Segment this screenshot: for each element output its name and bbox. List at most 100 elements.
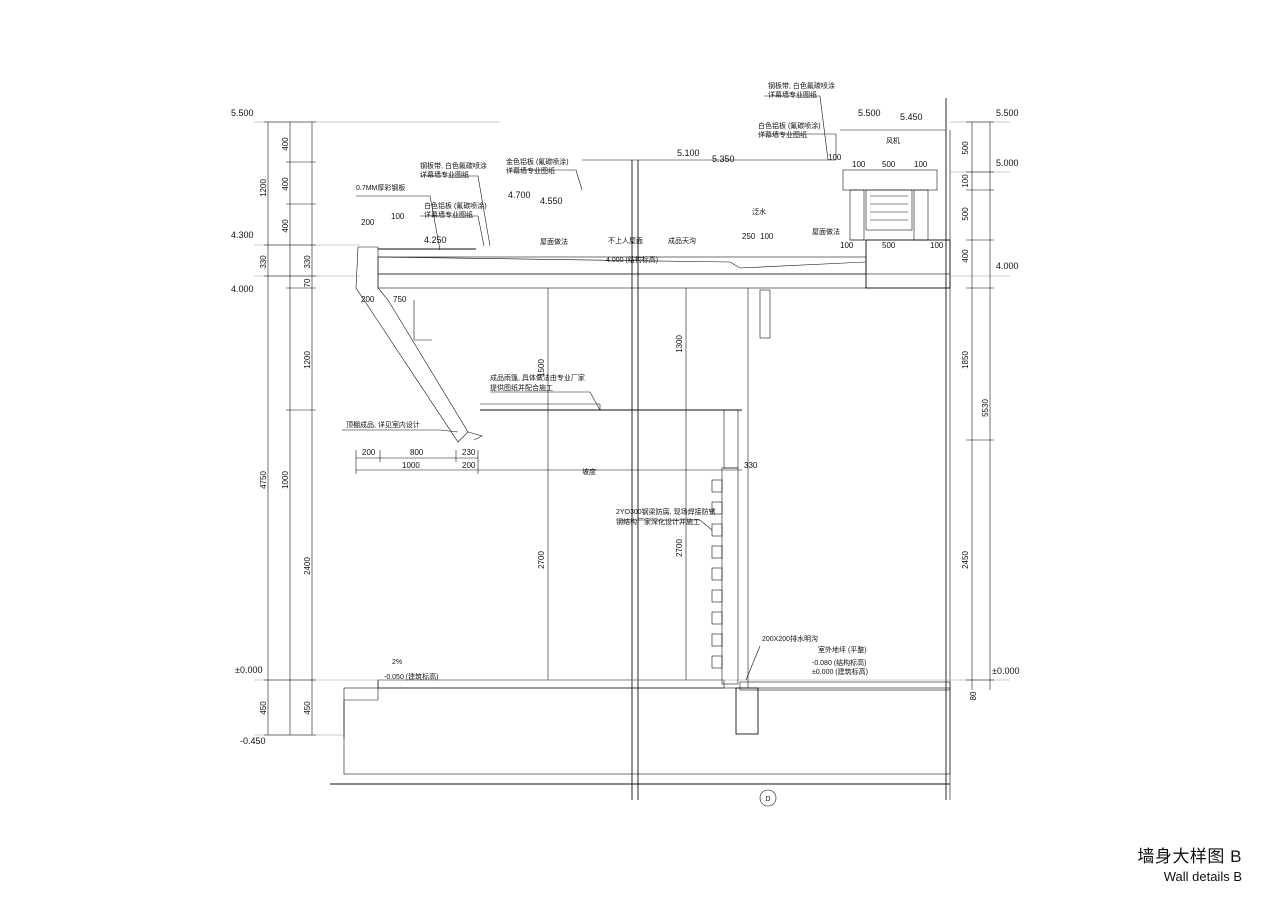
level-4700: 4.700	[508, 190, 531, 200]
caption-title-en: Wall details B	[1163, 869, 1242, 884]
note-roof-method: 屋面做法	[540, 237, 568, 246]
dimension-lines-right	[966, 121, 994, 690]
dims-canopy: 200 800 230 1000 200 330	[362, 448, 758, 470]
level-4000-structure: 4.000 (结构标高)	[606, 255, 658, 264]
note-steel-strip-top: 钢板带, 白色氟碳喷涂	[768, 81, 835, 90]
dim-right-1850: 1850	[961, 351, 970, 369]
dim-right-80: 80	[969, 691, 978, 700]
note-steel-strip-top-ref: 详幕墙专业图纸	[768, 90, 817, 99]
note-steel-beam: 2YO300钢梁防腐, 现场焊接防锈	[616, 507, 716, 516]
dim-right-500a: 500	[961, 141, 970, 155]
level-0000-building: ±0.000 (建筑标高)	[812, 667, 868, 676]
level-5000-right: 5.000	[996, 158, 1019, 168]
annotation-notes: 钢板带, 白色氟碳喷涂 详幕墙专业图纸 白色铝板 (氟碳喷涂) 详幕墙专业图纸 …	[346, 81, 900, 666]
dim-inner-400b: 400	[281, 177, 290, 191]
level-0000-left: ±0.000	[235, 665, 262, 675]
axis-label: D	[765, 796, 770, 803]
note-ceiling: 顶棚成品, 详见室内设计	[346, 420, 420, 429]
dim-vert-2700a: 2700	[537, 551, 546, 569]
dim-inner-400c: 400	[281, 219, 290, 233]
level-0000-right: ±0.000	[992, 666, 1019, 676]
dim-inner-450: 450	[303, 701, 312, 715]
level-4250: 4.250	[424, 235, 447, 245]
note-steel-strip: 钢板带, 白色氟碳喷涂	[420, 161, 487, 170]
dim-left-1200: 1200	[259, 179, 268, 197]
level-5350-top: 5.350	[712, 154, 735, 164]
dims-vertical: 1500 1300 2700 2700	[537, 335, 684, 569]
level-minus-0080: -0.080 (结构标高)	[812, 658, 866, 667]
dim-roof-100b: 100	[760, 232, 774, 241]
dim-roof-100: 100	[391, 212, 405, 221]
roof-right-box	[840, 98, 951, 800]
level-5450-top: 5.450	[900, 112, 923, 122]
note-gold-aluminum: 金色铝板 (氟碳喷涂)	[506, 157, 569, 166]
dim-inner-70: 70	[303, 278, 312, 287]
level-minus-0450: -0.450	[240, 736, 266, 746]
dim-roof-500a: 500	[882, 160, 896, 169]
dim-canopy-330: 330	[744, 461, 758, 470]
note-roof-method-right: 屋面做法	[812, 227, 840, 236]
dimension-lines-left	[264, 121, 316, 736]
dim-roof-100f: 100	[930, 241, 944, 250]
dim-canopy-200b: 200	[462, 461, 476, 470]
note-canopy-ref: 提供图纸并配合施工	[490, 383, 553, 392]
dim-right-2450: 2450	[961, 551, 970, 569]
dim-left-450: 450	[259, 701, 268, 715]
level-5500-left: 5.500	[231, 108, 254, 118]
ground	[330, 679, 951, 785]
level-4000-left: 4.000	[231, 284, 254, 294]
dims-left-outer: 1200 330 4750 450	[259, 179, 268, 715]
dim-roof-200b: 200	[361, 295, 375, 304]
dim-left-4750: 4750	[259, 471, 268, 489]
dim-right-100: 100	[961, 174, 970, 188]
note-drain: 200X200排水明沟	[762, 634, 818, 643]
dim-roof-100d: 100	[914, 160, 928, 169]
note-white-aluminum-top: 白色铝板 (氟碳喷涂)	[758, 121, 821, 130]
drawing-caption: 墙身大样图 B Wall details B	[1137, 846, 1242, 886]
dim-vert-1300: 1300	[675, 335, 684, 353]
canopy	[480, 403, 742, 411]
dim-right-400: 400	[961, 249, 970, 263]
level-5500-right: 5.500	[996, 108, 1019, 118]
dim-canopy-800: 800	[410, 448, 424, 457]
note-canopy: 成品雨篷, 具体做法由专业厂家	[490, 373, 585, 382]
side-wall	[711, 409, 739, 685]
note-steel-sheet: 0.7MM厚彩钢板	[356, 183, 405, 192]
dim-roof-100c: 100	[852, 160, 866, 169]
dim-right-500b: 500	[961, 207, 970, 221]
leader-lines	[342, 95, 837, 681]
dim-canopy-1000: 1000	[402, 461, 420, 470]
note-gold-aluminum-ref: 详幕墙专业图纸	[506, 166, 555, 175]
dim-roof-100e: 100	[840, 241, 854, 250]
note-white-aluminum: 白色铝板 (氟碳喷涂)	[424, 201, 487, 210]
note-white-aluminum-ref: 详幕墙专业图纸	[424, 210, 473, 219]
level-4550: 4.550	[540, 196, 563, 206]
columns	[547, 160, 771, 800]
note-non-accessible-roof: 不上人屋面	[608, 236, 643, 245]
dim-roof-200: 200	[361, 218, 375, 227]
note-flashing: 泛水	[752, 207, 766, 216]
note-ground: 室外地坪 (平整)	[818, 645, 867, 654]
dim-roof-100g: 100	[828, 153, 842, 162]
dim-inner-2400: 2400	[303, 557, 312, 575]
dim-roof-750: 750	[393, 295, 407, 304]
caption-title-cn: 墙身大样图 B	[1137, 847, 1242, 866]
level-4000-right: 4.000	[996, 261, 1019, 271]
dim-inner-1200: 1200	[303, 351, 312, 369]
note-steel-strip-ref: 详幕墙专业图纸	[420, 170, 469, 179]
note-slope-percent: 2%	[392, 659, 402, 666]
note-fan: 风机	[886, 136, 900, 145]
note-slope: 坡度	[582, 467, 596, 476]
dim-roof-500b: 500	[882, 241, 896, 250]
dim-vert-1500: 1500	[537, 359, 546, 377]
dim-left-330: 330	[259, 255, 268, 269]
level-5500-top: 5.500	[858, 108, 881, 118]
dim-inner-1000: 1000	[281, 471, 290, 489]
level-4300-left: 4.300	[231, 230, 254, 240]
axis-bubble: D	[759, 789, 777, 807]
note-gutter: 成品天沟	[668, 236, 696, 245]
level-labels: 5.500 4.300 4.000 ±0.000 -0.450 5.500 5.…	[231, 108, 1019, 746]
level-5100-top: 5.100	[677, 148, 700, 158]
note-white-aluminum-top-ref: 详幕墙专业图纸	[758, 130, 807, 139]
